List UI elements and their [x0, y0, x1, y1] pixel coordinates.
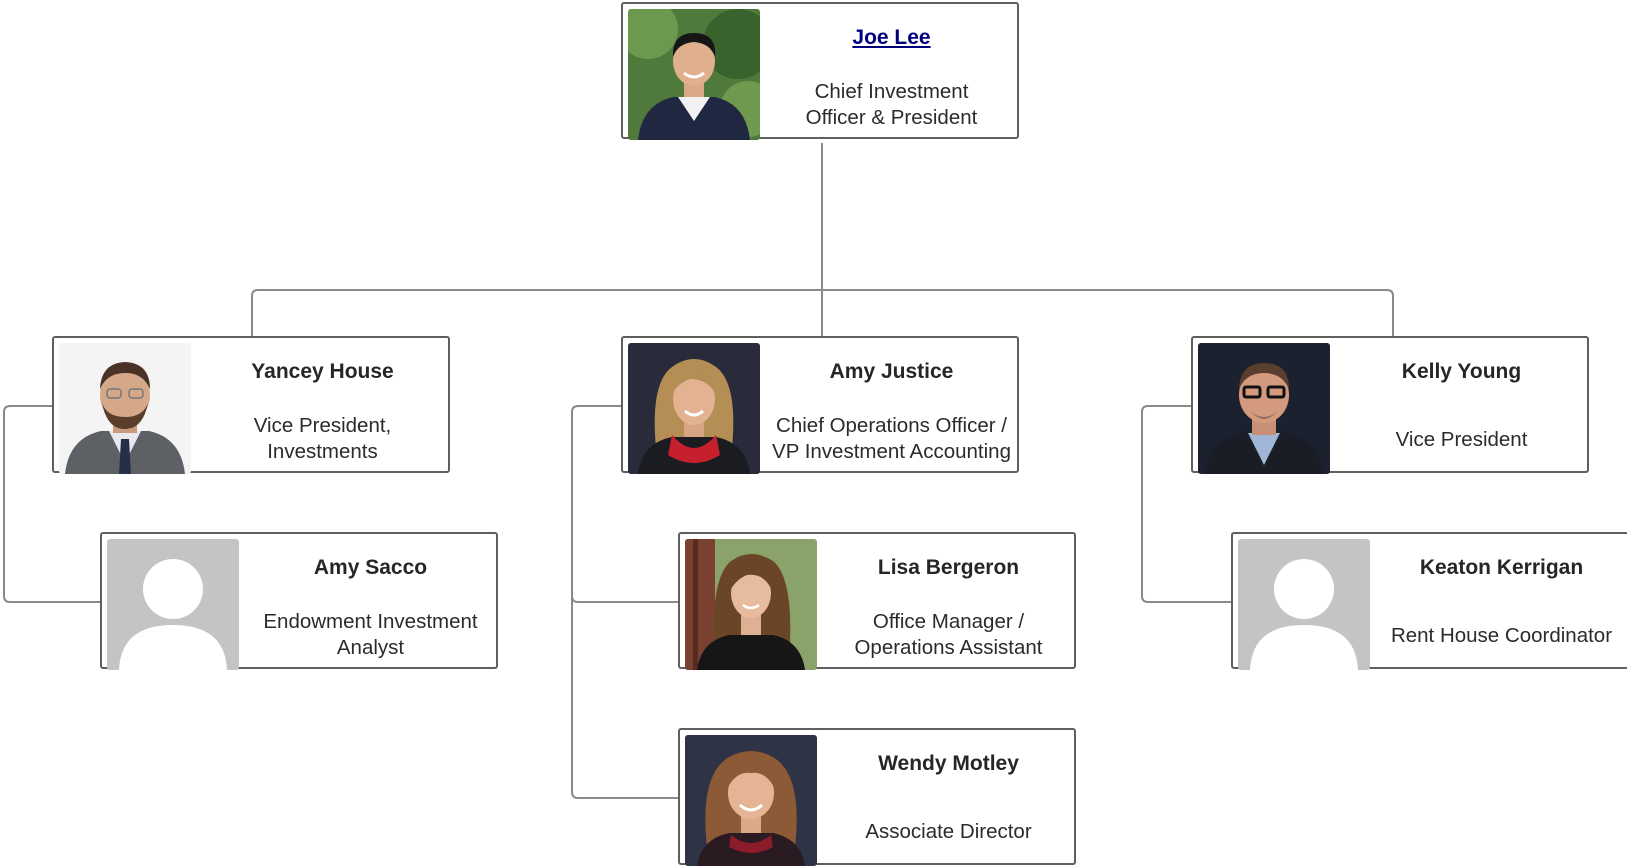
keaton-kerrigan-photo — [1238, 539, 1370, 670]
wendy-motley-title-line1: Associate Director — [865, 820, 1032, 843]
keaton-kerrigan-name: Keaton Kerrigan — [1419, 556, 1584, 579]
kelly-young-name: Kelly Young — [1401, 360, 1522, 383]
amy-sacco-photo — [107, 539, 239, 670]
connector-justice-motley — [571, 596, 678, 799]
joe-lee-name[interactable]: Joe Lee — [768, 25, 1015, 51]
yancey-house-photo — [59, 343, 191, 474]
joe-lee-title-line1: Chief Investment — [814, 80, 969, 103]
connector-young-kerrigan — [1141, 405, 1231, 603]
card-amy-sacco: Amy Sacco Endowment Investment Analyst — [100, 532, 498, 670]
lisa-bergeron-photo — [685, 539, 817, 670]
amy-justice-info: Amy Justice Chief Operations Officer / V… — [768, 338, 1015, 471]
joe-lee-name-link[interactable]: Joe Lee — [852, 26, 931, 49]
keaton-kerrigan-info: Keaton Kerrigan Rent House Coordinator — [1378, 534, 1625, 667]
lisa-bergeron-title: Office Manager / Operations Assistant — [825, 609, 1072, 661]
connector-bar-left — [251, 289, 822, 336]
amy-justice-title-line1: Chief Operations Officer / — [776, 414, 1007, 437]
kelly-young-title: Vice President — [1338, 427, 1585, 453]
amy-sacco-title-line2: Analyst — [336, 636, 405, 659]
connector-yancey-sacco — [3, 405, 100, 603]
card-wendy-motley: Wendy Motley Associate Director — [678, 728, 1076, 866]
joe-lee-title-line2: Officer & President — [805, 106, 978, 129]
wendy-motley-title: Associate Director — [825, 819, 1072, 845]
wendy-motley-photo — [685, 735, 817, 866]
keaton-kerrigan-title: Rent House Coordinator — [1378, 623, 1625, 649]
yancey-house-title-line2: Investments — [267, 440, 378, 463]
card-amy-justice: Amy Justice Chief Operations Officer / V… — [621, 336, 1019, 474]
amy-justice-title-line2: VP Investment Accounting — [772, 440, 1011, 463]
joe-lee-info: Joe Lee Chief Investment Officer & Presi… — [768, 4, 1015, 137]
amy-sacco-name: Amy Sacco — [313, 556, 428, 579]
yancey-house-title: Vice President, Investments — [199, 413, 446, 465]
connector-bar-right — [822, 289, 1394, 336]
amy-justice-title: Chief Operations Officer / VP Investment… — [768, 413, 1015, 465]
amy-sacco-info: Amy Sacco Endowment Investment Analyst — [247, 534, 494, 667]
kelly-young-info: Kelly Young Vice President — [1338, 338, 1585, 471]
yancey-house-title-line1: Vice President, — [253, 414, 392, 437]
card-keaton-kerrigan: Keaton Kerrigan Rent House Coordinator — [1231, 532, 1627, 670]
wendy-motley-name: Wendy Motley — [878, 752, 1019, 775]
joe-lee-title: Chief Investment Officer & President — [768, 79, 1015, 131]
yancey-house-name: Yancey House — [251, 360, 394, 383]
kelly-young-title-line1: Vice President — [1395, 428, 1528, 451]
card-joe-lee: Joe Lee Chief Investment Officer & Presi… — [621, 2, 1019, 140]
amy-sacco-title-line1: Endowment Investment — [263, 610, 478, 633]
connector-justice-bergeron — [571, 405, 678, 603]
kelly-young-photo — [1198, 343, 1330, 474]
keaton-kerrigan-title-line1: Rent House Coordinator — [1390, 624, 1613, 647]
amy-justice-photo — [628, 343, 760, 474]
amy-justice-name: Amy Justice — [829, 360, 954, 383]
yancey-house-info: Yancey House Vice President, Investments — [199, 338, 446, 471]
amy-sacco-title: Endowment Investment Analyst — [247, 609, 494, 661]
card-kelly-young: Kelly Young Vice President — [1191, 336, 1589, 474]
lisa-bergeron-info: Lisa Bergeron Office Manager / Operation… — [825, 534, 1072, 667]
joe-lee-photo — [628, 9, 760, 140]
lisa-bergeron-name: Lisa Bergeron — [877, 556, 1020, 579]
card-lisa-bergeron: Lisa Bergeron Office Manager / Operation… — [678, 532, 1076, 670]
lisa-bergeron-title-line2: Operations Assistant — [854, 636, 1043, 659]
lisa-bergeron-title-line1: Office Manager / — [872, 610, 1025, 633]
wendy-motley-info: Wendy Motley Associate Director — [825, 730, 1072, 863]
card-yancey-house: Yancey House Vice President, Investments — [52, 336, 450, 474]
